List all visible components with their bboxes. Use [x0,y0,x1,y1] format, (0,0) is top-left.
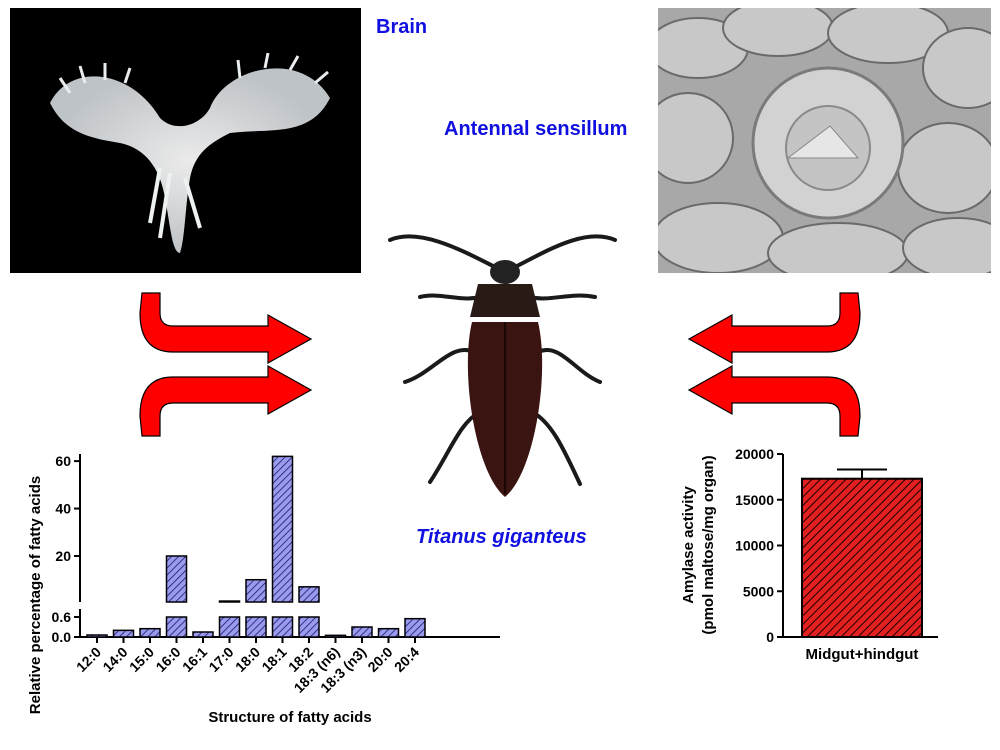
fatty-ytick-label: 60 [55,453,71,469]
fatty-bar-18-3--n6- [324,634,347,638]
fatty-bar-16-1 [192,631,214,638]
fatty-ytick-label: 0.0 [52,629,72,645]
fatty-bar-upper-16-0 [165,555,188,603]
fatty-xtick-label: 15:0 [126,644,157,675]
brain-illustration [50,52,330,253]
amylase-ylabel: Amylase activity [680,486,697,604]
beetle-image [380,222,630,512]
fatty-bar-12-0 [86,634,108,638]
fatty-bar-18-1 [271,616,294,638]
sensillum-photo [642,0,1000,284]
fatty-bar-upper-18-0 [245,578,267,603]
fatty-bar-16-0 [165,616,188,638]
fatty-bar-18-3--n3- [351,626,373,638]
fatty-ytick-label: 40 [55,501,71,517]
fatty-bar-18-2 [298,616,320,638]
fatty-bar-15-0 [139,627,161,638]
species-label: Titanus giganteus [416,526,587,548]
fatty-bar-17-0 [218,616,241,638]
fatty-bar-20-4 [404,617,426,638]
fatty-bar-upper-18-1 [271,455,294,603]
fatty-bar-20-0 [377,627,400,638]
amylase-ytick-label: 0 [766,629,774,645]
fatty-acids-chart: 20 40 60 0.0 0.6 12:014:015:016:016:117:018:0… [27,453,500,726]
fatty-ytick-label: 0.6 [52,609,72,625]
fatty-xtick-label: 12:0 [73,644,104,675]
fatty-bar-18-0 [245,616,267,638]
fatty-bar-14-0 [112,629,135,638]
arrow-sensillum-top [687,292,861,365]
antennal-label: Antennal sensillum [444,118,628,140]
fatty-ytick-label: 20 [55,548,71,564]
amylase-ytick-label: 20000 [735,446,774,462]
sensillum-illustration [642,0,1000,284]
arrow-fatty-bottom [139,364,313,437]
fatty-xlabel: Structure of fatty acids [208,709,371,726]
fatty-bar-upper-18-2 [298,586,320,603]
fatty-xtick-label: 14:0 [99,644,130,675]
fatty-xtick-label: 16:0 [152,644,183,675]
amylase-ylabel-unit: (pmol maltose/mg organ) [700,455,717,634]
amylase-ytick-label: 5000 [743,583,774,599]
fatty-xtick-label: 20:4 [391,644,422,675]
amylase-ytick-label: 10000 [735,538,774,554]
amylase-ytick-label: 15000 [735,492,774,508]
fatty-bar-upper-17-0 [218,600,241,603]
arrow-amylase-bottom [687,364,861,437]
fatty-xtick-label: 20:0 [364,644,395,675]
fatty-ylabel: Relative percentage of fatty acids [27,476,44,714]
fatty-xtick-label: 17:0 [205,644,236,675]
fatty-xtick-label: 18:1 [258,644,289,675]
amylase-xtick-label: Midgut+hindgut [806,646,919,663]
amylase-bar [801,477,923,638]
beetle-illustration [388,234,617,497]
brain-photo [10,8,361,273]
fatty-xtick-label: 16:1 [179,644,210,675]
fatty-xtick-label: 18:0 [232,644,263,675]
brain-label: Brain [376,16,428,38]
arrow-brain-top [139,292,313,365]
